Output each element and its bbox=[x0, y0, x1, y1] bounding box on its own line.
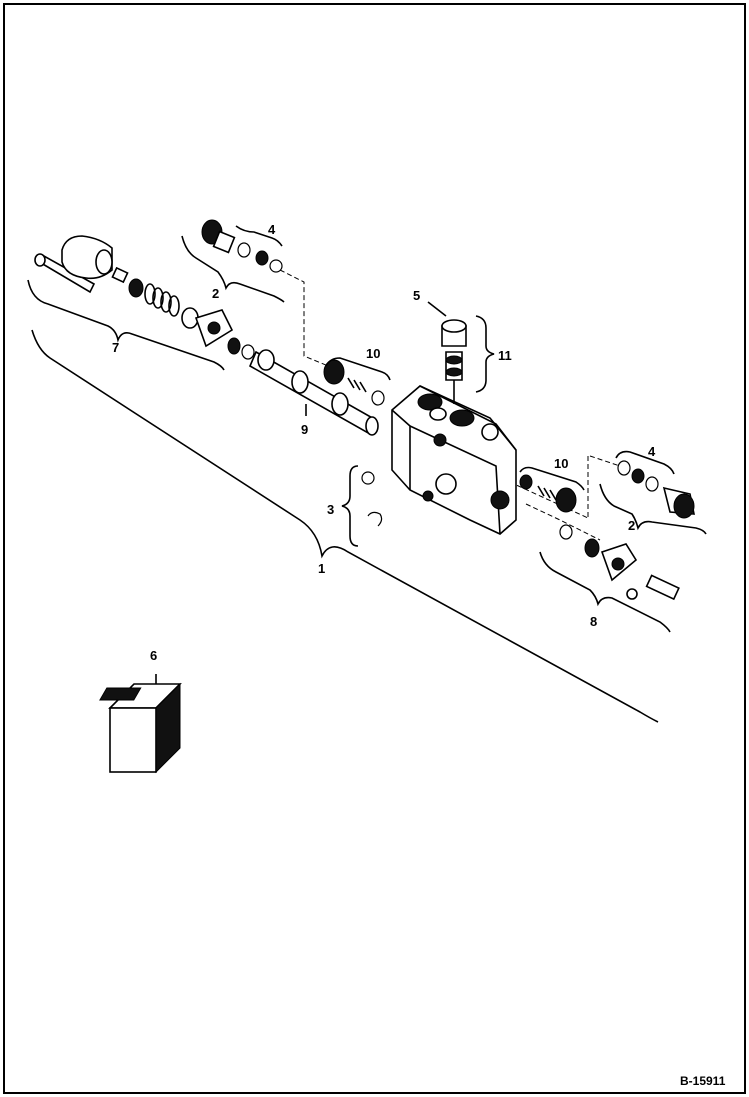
callout-10-bottom: 10 bbox=[554, 456, 568, 471]
part-group-3 bbox=[341, 465, 383, 547]
callout-8: 8 bbox=[590, 614, 597, 629]
callout-1: 1 bbox=[318, 561, 325, 576]
part-group-2-left bbox=[181, 219, 285, 303]
callout-5: 5 bbox=[413, 288, 420, 303]
part-group-11 bbox=[427, 301, 495, 404]
dash-guide-top bbox=[279, 269, 339, 371]
part-box-6 bbox=[99, 674, 182, 774]
callout-2-right: 2 bbox=[628, 518, 635, 533]
spool-part-9 bbox=[227, 337, 379, 436]
page-border bbox=[3, 3, 746, 1094]
part-group-8 bbox=[539, 524, 680, 633]
part-group-2-right bbox=[599, 450, 707, 535]
callout-7: 7 bbox=[112, 340, 119, 355]
part-group-7 bbox=[27, 235, 234, 371]
figure-id: B-15911 bbox=[680, 1074, 726, 1088]
part-group-10-top bbox=[323, 357, 391, 406]
callout-2-left: 2 bbox=[212, 286, 219, 301]
valve-body bbox=[391, 385, 517, 535]
callout-10-top: 10 bbox=[366, 346, 380, 361]
callout-4-right: 4 bbox=[648, 444, 656, 459]
callout-3: 3 bbox=[327, 502, 334, 517]
callout-11: 11 bbox=[498, 348, 512, 363]
callout-4-left: 4 bbox=[268, 222, 276, 237]
callout-6: 6 bbox=[150, 648, 157, 663]
callout-9: 9 bbox=[301, 422, 308, 437]
part-group-10-bottom bbox=[519, 466, 585, 513]
brace-1 bbox=[31, 329, 659, 723]
dash-guide-right bbox=[525, 503, 601, 541]
